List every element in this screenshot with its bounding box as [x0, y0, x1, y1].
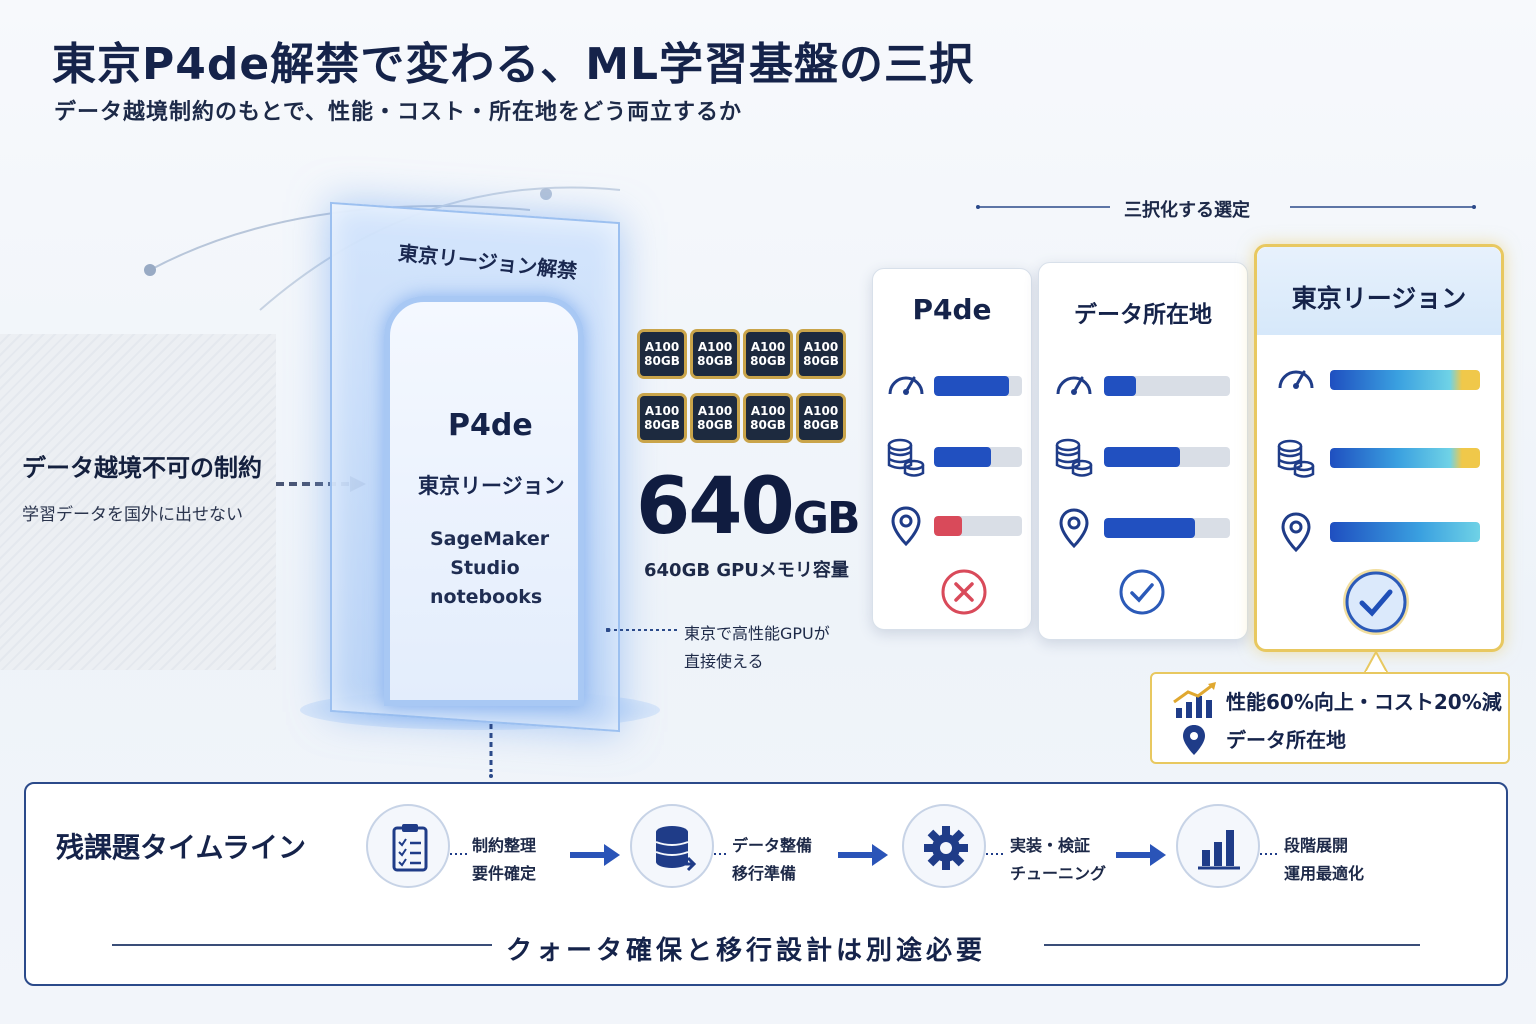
timeline-footer-note: クォータ確保と移行設計は別途必要 [506, 936, 987, 966]
timeline-step [630, 804, 714, 888]
callout-location-text: データ所在地 [1226, 728, 1346, 752]
constraint-title: データ越境不可の制約 [22, 454, 262, 482]
timeline-step [366, 804, 450, 888]
timeline-step-label: 制約整理要件確定 [472, 836, 537, 883]
selection-header: 三択化する選定 [1124, 200, 1250, 221]
callout-performance-text: 性能60%向上・コスト20%減 [1226, 690, 1502, 714]
card-title: 東京リージョン [1291, 284, 1467, 313]
note-connector-line [606, 628, 678, 632]
portal-service-line: Studio [450, 557, 520, 579]
database-icon [655, 826, 697, 872]
location-pin-icon [1183, 725, 1205, 755]
gear-icon [924, 826, 968, 870]
constraint-panel [0, 334, 276, 670]
check-highlight-icon [1343, 569, 1409, 635]
growth-chart-icon [1173, 682, 1216, 718]
footer-rule [1044, 944, 1420, 946]
timeline-step [902, 804, 986, 888]
card-title: P4de [912, 293, 992, 326]
footer-rule [112, 944, 492, 946]
timeline-title: 残課題タイムライン [56, 831, 307, 864]
portal-connector-line [489, 724, 493, 778]
portal-service-line: SageMaker [430, 528, 550, 550]
timeline-panel [24, 782, 1508, 986]
timeline-step-label: 実装・検証チューニング [1010, 836, 1107, 883]
bar-chart-icon [1198, 830, 1240, 870]
timeline-step-label: 段階展開運用最適化 [1284, 836, 1365, 883]
clipboard-icon [392, 824, 428, 872]
gpu-memory-label: 640GB GPUメモリ容量 [644, 560, 849, 581]
selection-header-line [1290, 205, 1476, 209]
cross-icon [941, 569, 987, 615]
portal-region-name: 東京リージョン [418, 474, 565, 498]
page-title: 東京P4de解禁で変わる、ML学習基盤の三択 [52, 39, 975, 90]
gpu-memory-value: 640GB [636, 462, 860, 552]
page-subtitle: データ越境制約のもとで、性能・コスト・所在地をどう両立するか [54, 100, 743, 125]
check-icon [1119, 569, 1165, 615]
timeline-step-label: データ整備移行準備 [732, 836, 813, 883]
portal-doorway [384, 296, 584, 706]
timeline-step [1176, 804, 1260, 888]
card-header-bg [1257, 247, 1501, 335]
portal-service-line: notebooks [430, 586, 543, 608]
portal-instance-name: P4de [448, 408, 533, 443]
card-title: データ所在地 [1074, 302, 1212, 328]
selection-header-line [976, 205, 1110, 209]
tokyo-gpu-note: 東京で高性能GPUが 直接使える [684, 624, 830, 671]
constraint-subtitle: 学習データを国外に出せない [22, 505, 243, 525]
